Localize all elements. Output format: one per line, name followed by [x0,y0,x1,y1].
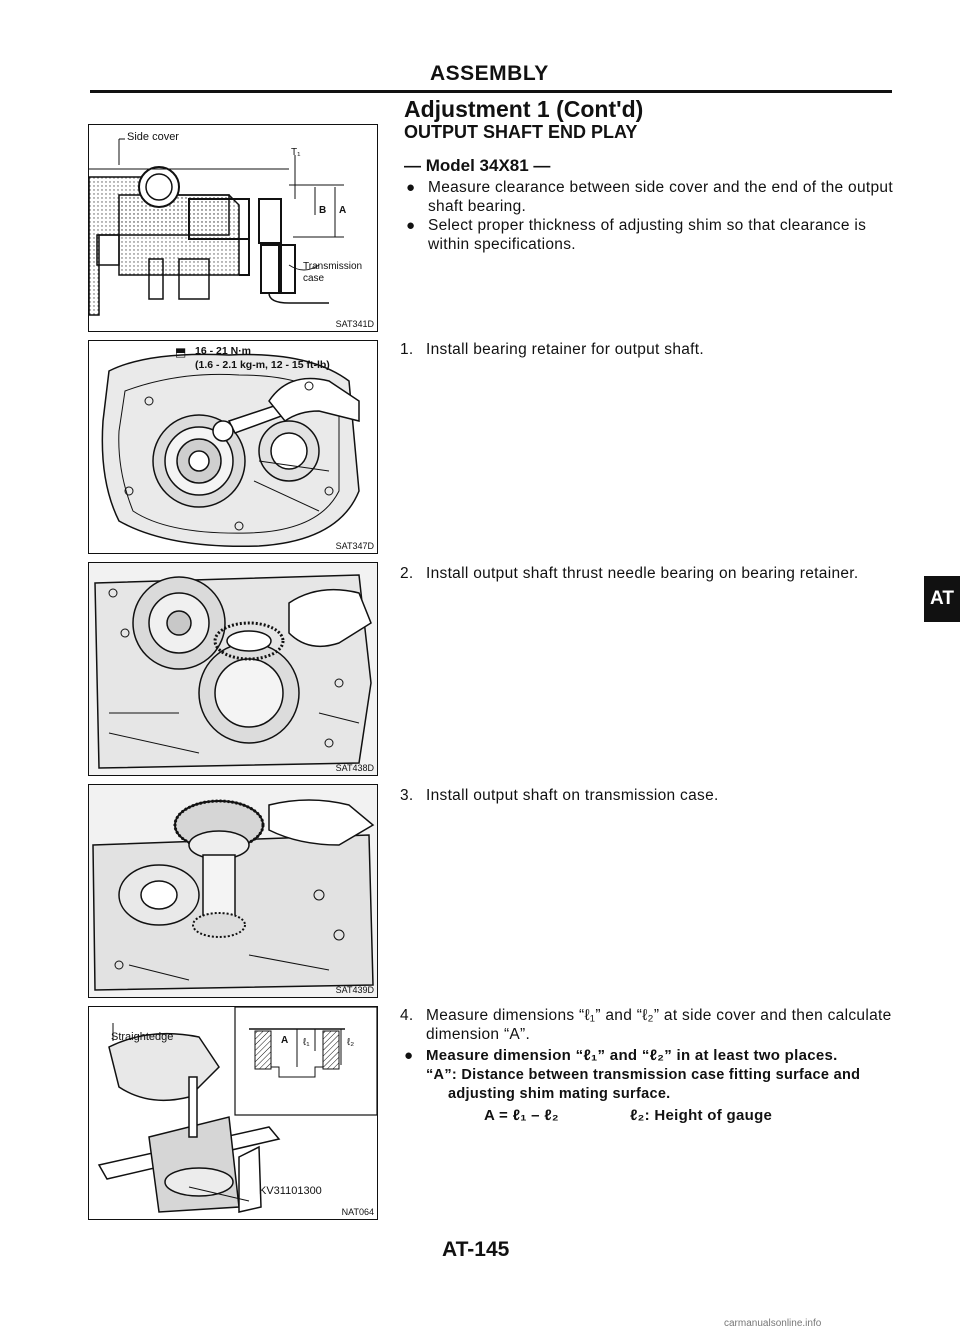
output-shaft-illustration [89,785,377,997]
torque-icon: ⬒ [175,345,187,359]
intro-bullet-2: ● Select proper thickness of adjusting s… [406,216,896,254]
step-3: 3. Install output shaft on transmission … [400,786,895,805]
intro-bullet-2-text: Select proper thickness of adjusting shi… [428,217,867,253]
step-3-text: Install output shaft on transmission cas… [426,787,719,804]
step-2-text: Install output shaft thrust needle beari… [426,565,859,582]
step-2: 2. Install output shaft thrust needle be… [400,564,895,583]
thrust-bearing-illustration [89,563,377,775]
straightedge-illustration [97,1007,377,1213]
dimension-formula: A = ℓ₁ – ℓ₂ [484,1107,559,1124]
bearing-retainer-illustration [101,353,360,548]
torque-spec-kgm: (1.6 - 2.1 kg-m, 12 - 15 ft-lb) [195,359,330,371]
page-number: AT-145 [442,1238,510,1261]
figure-code: SAT347D [335,541,374,551]
section-tab-at[interactable]: AT [924,576,960,622]
gauge-note: ℓ₂: Height of gauge [630,1107,773,1124]
figure-straightedge-measurement: Straightedge A ℓ₁ ℓ₂ KV31101300 NAT064 [88,1006,378,1220]
dimension-a-definition: “A”: Distance between transmission case … [426,1067,861,1102]
t1-label: T₁ [291,147,301,158]
figure-code: SAT439D [335,985,374,995]
side-cover-diagram [89,138,344,316]
step-4-bullet-text: Measure dimension “ℓ₁” and “ℓ₂” in at le… [426,1047,838,1064]
tool-number-label: KV31101300 [259,1185,322,1197]
l1-dim-label: ℓ₁ [303,1037,310,1048]
figure-thrust-needle-bearing: SAT438D [88,562,378,776]
step-3-number: 3. [400,787,414,804]
l2-dim-label: ℓ₂ [347,1037,355,1048]
side-cover-label: Side cover [127,131,179,143]
section-subtitle: OUTPUT SHAFT END PLAY [404,122,638,142]
figure-output-shaft-install: SAT439D [88,784,378,998]
transmission-case-label: Transmission case [303,261,363,284]
page-header-title: ASSEMBLY [430,62,549,85]
a-label: A [339,205,347,216]
figure-code: SAT438D [335,763,374,773]
step-1: 1. Install bearing retainer for output s… [400,340,895,359]
step-2-number: 2. [400,565,414,582]
figure-side-cover-section: Side cover T₁ B A Transmission case SAT3… [88,124,378,332]
intro-bullet-1-text: Measure clearance between side cover and… [428,179,893,215]
straightedge-label: Straightedge [111,1031,174,1043]
footer-watermark: carmanualsonline.info [724,1318,822,1329]
torque-spec-nm: 16 - 21 N·m [195,345,252,357]
bullet-marker: ● [406,179,416,196]
step-1-text: Install bearing retainer for output shaf… [426,341,704,358]
intro-bullet-1: ● Measure clearance between side cover a… [406,178,896,216]
bullet-marker: ● [404,1047,414,1064]
section-title: Adjustment 1 (Cont'd) [404,96,644,122]
step-1-number: 1. [400,341,414,358]
model-label: — Model 34X81 — [404,156,551,175]
step-4-bullet: ● Measure dimension “ℓ₁” and “ℓ₂” in at … [404,1046,899,1065]
step-4-text: Measure dimensions “ℓ₁” and “ℓ₂” at side… [426,1007,892,1043]
step-4: 4. Measure dimensions “ℓ₁” and “ℓ₂” at s… [400,1006,895,1044]
b-label: B [319,205,327,216]
header-rule [90,90,892,93]
figure-code: SAT341D [335,319,374,329]
figure-code: NAT064 [341,1207,374,1217]
a-dim-label: A [281,1035,289,1046]
figure-bearing-retainer: ⬒ 16 - 21 N·m (1.6 - 2.1 kg-m, 12 - 15 f… [88,340,378,554]
step-4-number: 4. [400,1007,414,1024]
bullet-marker: ● [406,217,416,234]
